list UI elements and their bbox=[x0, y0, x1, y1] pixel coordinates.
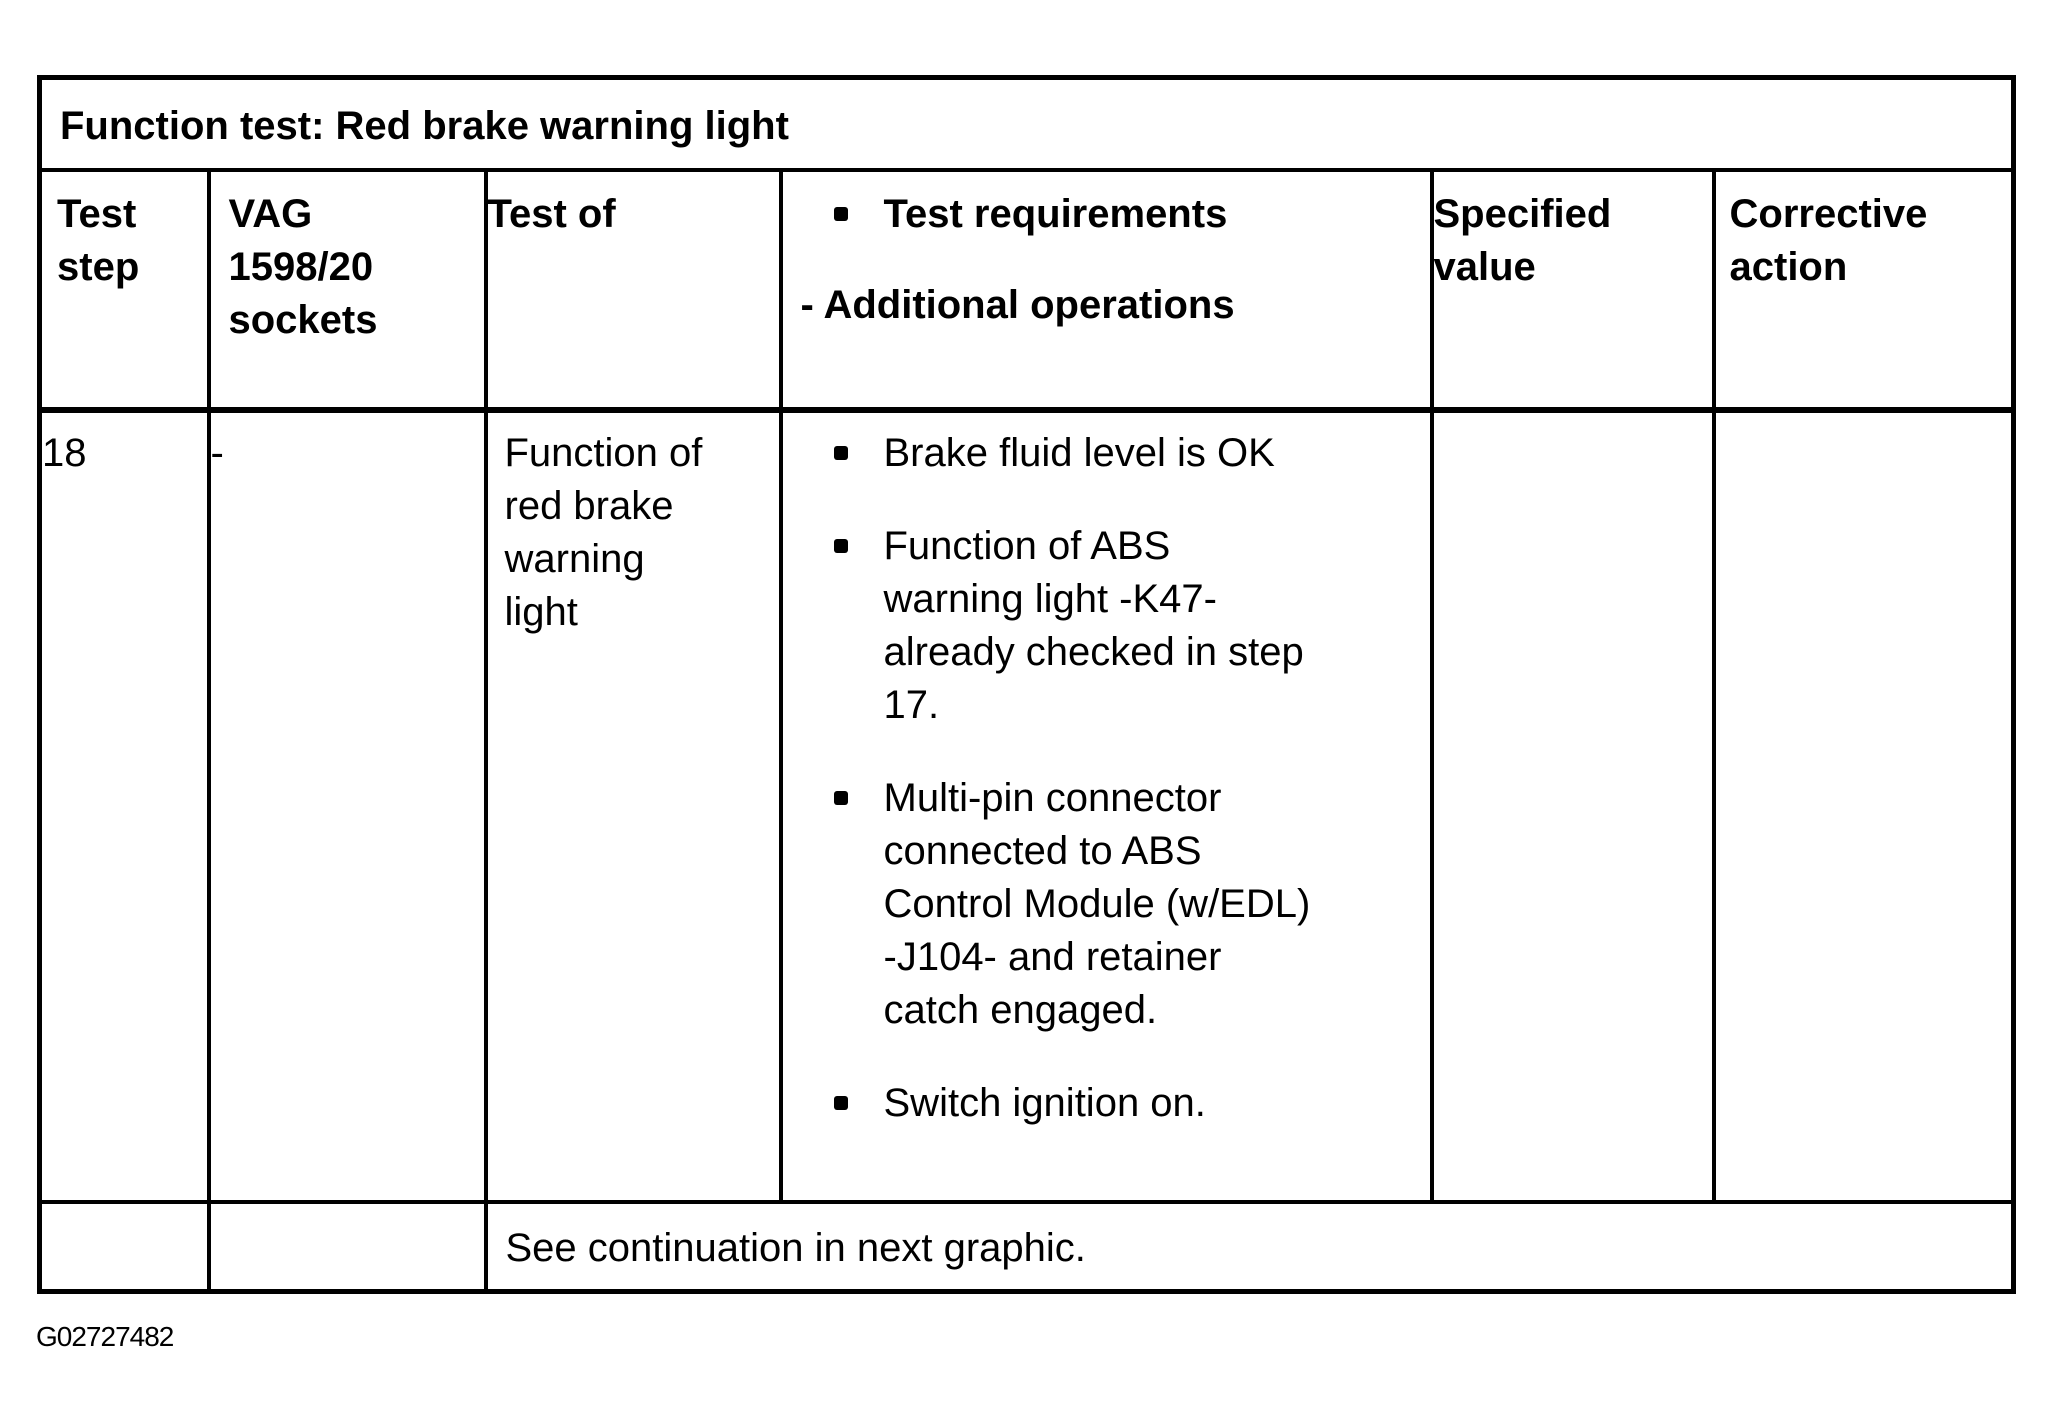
header-specified-value: Specified value bbox=[1429, 167, 1716, 413]
header-corrective-action-label: Corrective action bbox=[1729, 191, 1928, 289]
header-corrective-action: Corrective action bbox=[1711, 167, 2016, 413]
cell-specified-value bbox=[1429, 407, 1716, 1204]
header-sockets: VAG 1598/20 sockets bbox=[206, 167, 488, 413]
requirement-text: Multi-pin connector connected to ABS Con… bbox=[883, 775, 1311, 1032]
requirement-item: Brake fluid level is OK bbox=[801, 427, 1428, 480]
function-test-table: Function test: Red brake warning light T… bbox=[37, 75, 2017, 1294]
requirement-text: Function of ABS warning light -K47- alre… bbox=[883, 523, 1304, 727]
table-footer-row: See continuation in next graphic. bbox=[37, 1199, 2016, 1294]
table-header-row: Test step VAG 1598/20 sockets Test of Te… bbox=[37, 167, 2016, 413]
header-test-of: Test of bbox=[483, 167, 783, 413]
bullet-icon bbox=[833, 790, 848, 805]
requirement-item: Multi-pin connector connected to ABS Con… bbox=[801, 772, 1428, 1037]
header-requirements: Test requirements - Additional operation… bbox=[778, 167, 1434, 413]
header-test-of-label: Test of bbox=[487, 191, 616, 236]
cell-test-of: Function of red brake warning light bbox=[483, 407, 783, 1204]
bullet-icon bbox=[833, 538, 848, 553]
cell-corrective-action bbox=[1711, 407, 2016, 1204]
requirement-item: Function of ABS warning light -K47- alre… bbox=[801, 520, 1428, 732]
bullet-icon bbox=[833, 206, 848, 221]
table-title-row: Function test: Red brake warning light bbox=[37, 75, 2016, 172]
footer-empty-test-step bbox=[37, 1199, 211, 1294]
header-requirements-bullet-line: Test requirements bbox=[801, 188, 1428, 241]
requirement-text: Brake fluid level is OK bbox=[883, 430, 1275, 475]
requirement-item: Switch ignition on. bbox=[801, 1077, 1428, 1130]
header-sockets-label: VAG 1598/20 sockets bbox=[228, 191, 378, 342]
cell-requirements: Brake fluid level is OK Function of ABS … bbox=[778, 407, 1434, 1204]
header-specified-value-label: Specified value bbox=[1433, 191, 1612, 289]
table-title: Function test: Red brake warning light bbox=[37, 75, 2016, 172]
requirement-text: Switch ignition on. bbox=[883, 1080, 1206, 1125]
header-test-step: Test step bbox=[37, 167, 211, 413]
bullet-icon bbox=[833, 445, 848, 460]
table-data-row: 18 - Function of red brake warning light… bbox=[37, 407, 2016, 1204]
cell-sockets: - bbox=[206, 407, 488, 1204]
cell-test-step: 18 bbox=[37, 407, 211, 1204]
footer-continuation-note: See continuation in next graphic. bbox=[483, 1199, 2016, 1294]
footer-empty-sockets bbox=[206, 1199, 488, 1294]
header-additional-operations-label: - Additional operations bbox=[800, 282, 1235, 327]
header-test-step-label: Test step bbox=[57, 191, 140, 289]
bullet-icon bbox=[833, 1095, 848, 1110]
cell-test-of-text: Function of red brake warning light bbox=[504, 430, 703, 634]
header-requirements-label: Test requirements bbox=[883, 191, 1228, 236]
figure-id-label: G02727482 bbox=[36, 1321, 174, 1352]
